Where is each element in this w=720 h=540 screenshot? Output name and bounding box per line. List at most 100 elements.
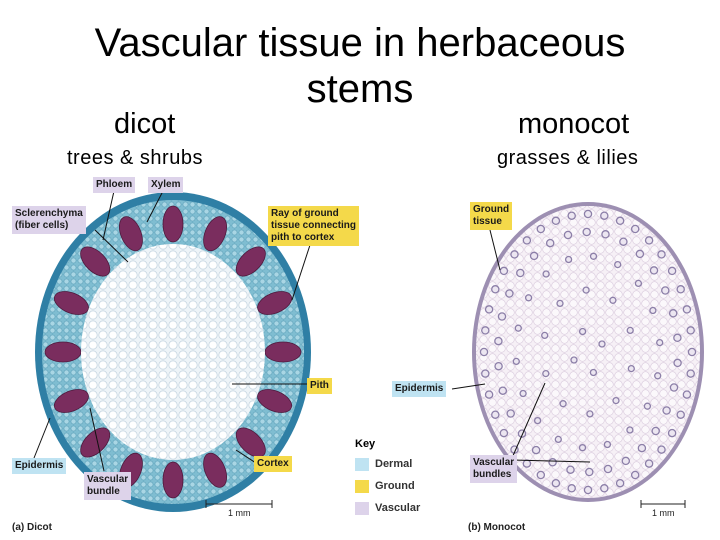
monocot-vascular-bundle <box>516 268 525 278</box>
monocot-vascular-bundle <box>578 327 587 336</box>
monocot-vascular-bundle <box>481 369 490 378</box>
monocot-vascular-bundle <box>583 485 593 495</box>
monocot-vascular-bundle <box>491 285 500 294</box>
monocot-vascular-bundle <box>656 338 664 347</box>
monocot-vascular-bundle <box>589 252 598 260</box>
label-cortex: Cortex <box>254 456 292 472</box>
monocot-vascular-bundle <box>559 400 567 408</box>
monocot-vascular-bundle <box>497 312 507 321</box>
monocot-vascular-bundle <box>682 390 692 399</box>
key-swatch-ground <box>355 480 369 493</box>
monocot-vascular-bundle <box>601 230 610 239</box>
monocot-vascular-bundle <box>626 426 634 434</box>
monocot-vascular-bundle <box>554 435 562 444</box>
monocot-vascular-bundle <box>481 326 490 335</box>
label-epidermis-monocot: Epidermis <box>392 381 447 397</box>
label-ground-tissue-line1: Ground <box>473 204 510 215</box>
monocot-vascular-bundle <box>600 211 609 220</box>
monocot-vascular-bundle <box>661 286 670 295</box>
label-ground-tissue-line2: tissue <box>473 216 502 227</box>
monocot-vascular-bundle <box>484 390 494 399</box>
dicot-pith <box>81 244 265 460</box>
monocot-vascular-bundle <box>615 216 625 226</box>
label-vascular-bundles-line1: Vascular <box>473 457 515 468</box>
monocot-vascular-bundle <box>686 369 695 378</box>
monocot-vascular-bundle <box>614 260 622 269</box>
monocot-vascular-bundle <box>635 249 645 259</box>
label-vascular-bundles-line2: bundles <box>473 469 512 480</box>
monocot-vascular-bundle <box>551 216 561 226</box>
monocot-vascular-bundle <box>536 470 546 480</box>
monocot-vascular-bundle <box>506 409 515 418</box>
label-xylem: Xylem <box>148 177 184 193</box>
dicot-vascular-bundle <box>235 246 266 277</box>
monocot-vascular-bundle <box>564 255 573 264</box>
monocot-vascular-bundle <box>649 266 659 275</box>
dicot-vascular-bundle <box>257 389 293 413</box>
monocot-vascular-bundles <box>479 209 697 495</box>
monocot-vascular-bundle <box>667 428 677 438</box>
monocot-vascular-bundle <box>630 470 640 480</box>
monocot-vascular-bundle <box>668 309 678 318</box>
monocot-vascular-bundle <box>643 402 652 410</box>
monocot-vascular-bundle <box>600 484 609 493</box>
monocot-vascular-bundle <box>644 459 654 468</box>
dicot-heading: dicot <box>114 108 176 140</box>
dicot-vascular-bundles <box>44 205 302 499</box>
caption-dicot: (a) Dicot <box>12 522 52 533</box>
monocot-stem-micrograph <box>472 202 704 502</box>
monocot-vascular-bundle <box>687 347 697 357</box>
monocot-vascular-bundle <box>662 406 671 415</box>
monocot-vascular-bundle <box>582 286 590 294</box>
monocot-vascular-bundle <box>556 299 564 308</box>
dicot-vascular-bundle <box>53 389 89 413</box>
key-label-vascular: Vascular <box>375 502 421 514</box>
monocot-vascular-bundle <box>505 289 514 298</box>
monocot-vascular-bundle <box>676 410 685 419</box>
label-sclerenchyma: Sclerenchyma (fiber cells) <box>12 206 86 234</box>
caption-monocot: (b) Monocot <box>468 522 526 533</box>
label-sclerenchyma-line2: (fiber cells) <box>15 220 69 231</box>
scale-bar-dicot <box>205 500 273 508</box>
monocot-vascular-bundle <box>619 237 628 246</box>
monocot-vascular-bundle <box>529 251 539 261</box>
monocot-vascular-bundle <box>514 324 522 332</box>
dicot-vascular-bundle <box>162 461 184 499</box>
monocot-vascular-bundle <box>686 326 695 335</box>
monocot-vascular-bundle <box>494 361 503 371</box>
monocot-vascular-bundle <box>626 326 634 335</box>
monocot-vascular-bundle <box>512 357 520 366</box>
monocot-vascular-bundle <box>583 209 593 219</box>
monocot-vascular-bundle <box>657 445 666 454</box>
monocot-vascular-bundle <box>644 236 654 245</box>
monocot-heading: monocot <box>518 108 630 140</box>
monocot-vascular-bundle <box>673 358 682 368</box>
monocot-vascular-bundle <box>615 478 625 488</box>
scale-bar-monocot <box>640 500 686 508</box>
monocot-vascular-bundle <box>484 305 494 314</box>
label-ray-line1: Ray of ground <box>271 208 339 219</box>
monocot-vascular-bundle <box>524 294 533 302</box>
monocot-vascular-bundle <box>551 478 561 488</box>
monocot-vascular-bundle <box>542 270 550 278</box>
dicot-vascular-bundle <box>257 291 293 315</box>
monocot-vascular-bundle <box>603 440 612 449</box>
monocot-vascular-bundle <box>634 279 643 288</box>
label-vascular-bundle-line2: bundle <box>87 486 120 497</box>
monocot-vascular-bundle <box>545 238 555 248</box>
label-ray-line2: tissue connecting <box>271 220 357 231</box>
label-epidermis-dicot: Epidermis <box>12 458 67 474</box>
dicot-vascular-bundle <box>162 205 184 243</box>
dicot-subheading: trees & shrubs <box>67 147 203 169</box>
key-label-ground: Ground <box>375 480 415 492</box>
label-ground-tissue: Ground tissue <box>470 202 513 230</box>
monocot-vascular-bundle <box>491 410 500 419</box>
monocot-vascular-bundle <box>510 250 519 259</box>
monocot-vascular-bundle <box>651 426 660 436</box>
monocot-vascular-bundle <box>654 372 662 380</box>
monocot-vascular-bundle <box>667 266 677 276</box>
monocot-vascular-bundle <box>499 266 509 276</box>
monocot-vascular-bundle <box>649 306 657 315</box>
monocot-vascular-bundle <box>586 410 594 418</box>
